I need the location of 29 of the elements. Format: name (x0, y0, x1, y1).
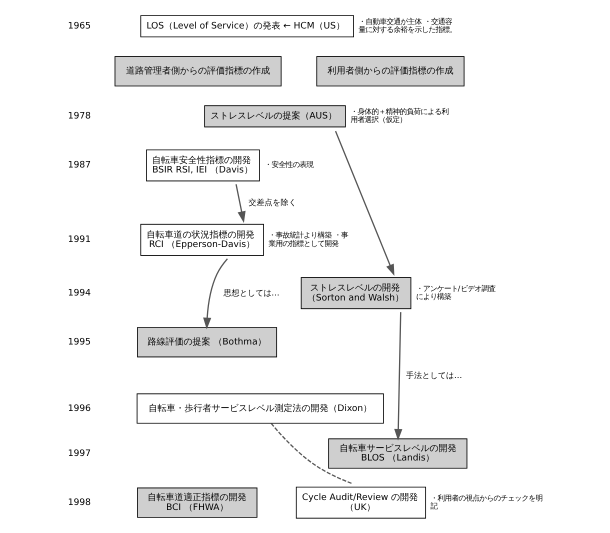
label: 1965 (67, 22, 90, 32)
edge-label: 交差点を除く (248, 197, 296, 208)
node-label: ・安全性の表現 (264, 160, 313, 170)
arrow (202, 258, 228, 330)
label: 1998 (67, 498, 90, 508)
node-label: ・アンケート/ビデオ調査により構築 (415, 284, 495, 301)
node-label: ・身体的＋精神的負荷による利用者選択（仮定） (350, 107, 448, 124)
label: 1997 (67, 448, 90, 459)
label: 1978 (67, 112, 90, 122)
arrow (394, 312, 402, 441)
edge-label: 思想としては… (222, 288, 280, 298)
label: 1991 (67, 235, 90, 246)
node-box: 自転車道適正指標の開発 BCI （FHWA） (136, 488, 257, 518)
arrow (334, 130, 394, 276)
label: 1996 (67, 404, 90, 414)
arrow (234, 184, 246, 223)
node-box: 利用者側からの評価指標の作成 (316, 56, 464, 86)
node-box: 道路管理者側からの評価指標の作成 (114, 56, 282, 86)
node-label: ・事故統計より構築 ・事業用の指標として開発 (268, 230, 348, 248)
edge-label: 手法としては… (405, 370, 462, 380)
connector (270, 422, 352, 484)
node-box: 自転車・歩行者サービスレベル測定法の開発（Dixon） (136, 393, 384, 424)
node-label: ・自動車交通が主体 ・交通容量に対する余裕を示した指標。 (358, 16, 456, 34)
label: 1987 (67, 160, 90, 171)
label: 1995 (67, 338, 90, 348)
node-label: ・利用者の視点からのチェックを明記 (430, 493, 542, 511)
node-box: 自転車サービスレベルの開発 BLOS （Landis） (328, 438, 467, 469)
label: 1994 (67, 288, 90, 298)
node-box: 路線評価の提案 （Bothma） (136, 327, 277, 358)
